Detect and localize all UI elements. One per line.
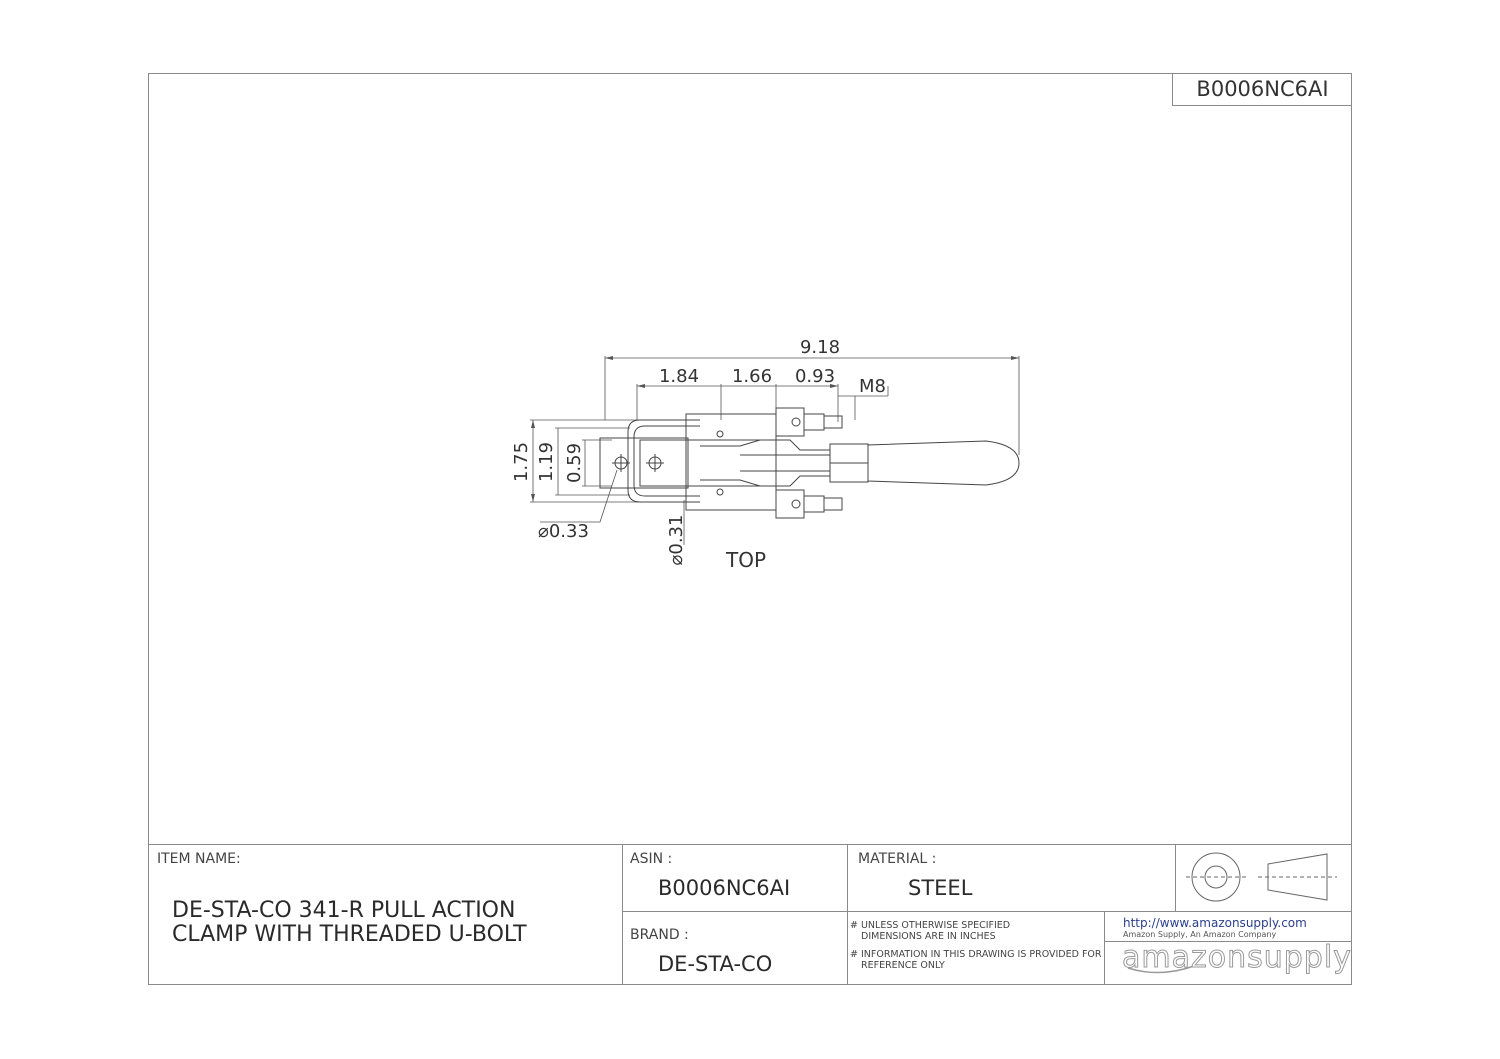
brand-value: DE-STA-CO xyxy=(658,952,773,976)
asin-value: B0006NC6AI xyxy=(658,876,791,900)
dim-height-outer: 1.75 xyxy=(511,442,532,482)
dim-height-mid: 1.19 xyxy=(536,442,557,482)
amazonsupply-logo: amazonsupply xyxy=(1122,940,1352,976)
dim-height-inner: 0.59 xyxy=(564,443,585,483)
view-label: TOP xyxy=(725,548,766,572)
note-reference-line1: # INFORMATION IN THIS DRAWING IS PROVIDE… xyxy=(850,949,1102,960)
title-block-divider xyxy=(1104,941,1352,942)
dim-seg3: 0.93 xyxy=(795,366,835,387)
dim-hole-dia: ⌀0.33 xyxy=(538,521,589,542)
material-label: MATERIAL : xyxy=(858,851,937,867)
title-block-divider xyxy=(1175,844,1176,912)
supplier-company: Amazon Supply, An Amazon Company xyxy=(1123,930,1277,939)
item-name-label: ITEM NAME: xyxy=(157,851,241,867)
note-units-line2: DIMENSIONS ARE IN INCHES xyxy=(861,931,996,942)
dim-seg1: 1.84 xyxy=(659,366,699,387)
asin-label: ASIN : xyxy=(630,851,673,867)
supplier-url: http://www.amazonsupply.com xyxy=(1123,916,1307,930)
dim-pin-dia: ⌀0.31 xyxy=(666,515,687,566)
title-block-divider xyxy=(1104,911,1105,985)
dim-seg2: 1.66 xyxy=(732,366,772,387)
item-name-line1: DE-STA-CO 341-R PULL ACTION xyxy=(172,898,516,923)
projection-symbol-icon xyxy=(1186,852,1337,902)
brand-label: BRAND : xyxy=(630,927,689,943)
title-block-divider xyxy=(622,844,623,985)
dim-thread: M8 xyxy=(859,376,886,397)
note-reference-line2: REFERENCE ONLY xyxy=(861,960,945,971)
material-value: STEEL xyxy=(908,876,973,900)
corner-part-number: B0006NC6AI xyxy=(1172,73,1352,106)
title-block-divider xyxy=(847,844,848,985)
dim-overall-length: 9.18 xyxy=(800,337,840,358)
drawing-sheet-border xyxy=(148,73,1352,985)
title-block-divider xyxy=(622,911,1352,912)
title-block-top-border xyxy=(148,844,1352,845)
item-name-line2: CLAMP WITH THREADED U-BOLT xyxy=(172,922,527,947)
note-units-line1: # UNLESS OTHERWISE SPECIFIED xyxy=(850,920,1011,931)
